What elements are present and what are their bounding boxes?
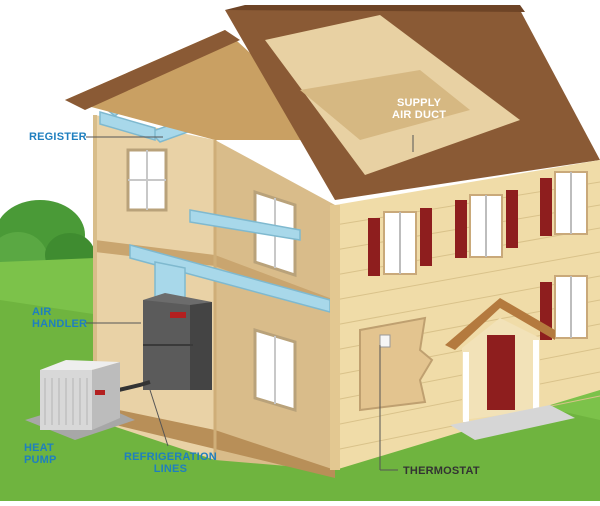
supply-air-duct-label-line2: AIR DUCT <box>392 109 447 121</box>
front-windows <box>368 171 588 340</box>
roof <box>65 5 600 200</box>
air-handler-label-line2: HANDLER <box>32 318 88 330</box>
thermostat-label: THERMOSTAT <box>403 465 480 477</box>
heat-pump-label-line2: PUMP <box>24 454 57 466</box>
register-label: REGISTER <box>29 131 87 143</box>
front-porch <box>445 298 575 440</box>
heat-pump-unit <box>25 360 135 440</box>
refrigeration-lines-label-line1: REFRIGERATION <box>124 451 217 463</box>
heat-pump-label: HEAT PUMP <box>24 442 57 466</box>
thermostat-device <box>379 334 391 348</box>
air-handler-label-line1: AIR <box>32 306 52 318</box>
supply-air-duct-label: SUPPLY AIR DUCT <box>392 97 446 121</box>
heat-pump-label-line1: HEAT <box>24 442 54 454</box>
refrigeration-lines-label: REFRIGERATION LINES <box>124 451 217 475</box>
callout-lines <box>86 135 414 471</box>
supply-air-duct-label-line1: SUPPLY <box>396 97 442 109</box>
air-handler-unit <box>143 293 212 390</box>
refrigeration-lines-label-line2: LINES <box>153 463 188 475</box>
air-handler-label: AIR HANDLER <box>32 306 87 330</box>
thermostat-cutout <box>359 316 434 412</box>
